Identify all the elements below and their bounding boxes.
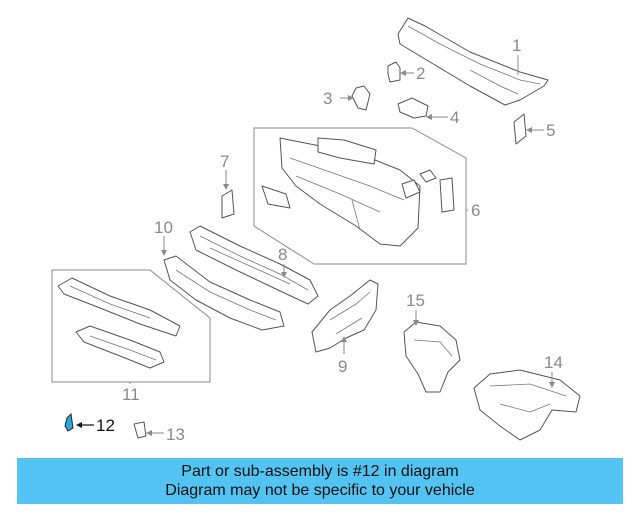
callout-8: 8	[278, 245, 287, 278]
callout-9: 9	[338, 336, 347, 376]
part-13-bracket[interactable]	[133, 421, 147, 439]
svg-text:9: 9	[338, 357, 347, 376]
svg-text:4: 4	[450, 108, 459, 127]
part-12-clip-highlighted[interactable]	[64, 412, 74, 432]
part-1-cowl-panel[interactable]	[397, 17, 549, 106]
svg-text:5: 5	[546, 121, 555, 140]
callout-5: 5	[526, 121, 555, 140]
svg-text:12: 12	[96, 416, 115, 435]
svg-text:7: 7	[220, 152, 229, 171]
callout-13: 13	[146, 425, 185, 444]
part-11-floor-assembly[interactable]	[57, 277, 181, 369]
part-4-reinforcement[interactable]	[397, 97, 429, 119]
callout-6: 6	[466, 201, 480, 220]
part-7-pillar-bracket[interactable]	[221, 189, 235, 219]
callout-1: 1	[512, 36, 521, 75]
callout-7: 7	[220, 152, 229, 190]
group-box-11	[51, 269, 211, 383]
callout-10: 10	[154, 218, 173, 256]
callout-3: 3	[323, 89, 354, 108]
callout-11: 11	[122, 382, 140, 404]
callout-12: 12	[76, 416, 115, 435]
svg-text:13: 13	[166, 425, 185, 444]
svg-text:11: 11	[122, 385, 140, 404]
svg-text:6: 6	[471, 201, 480, 220]
svg-text:1: 1	[512, 36, 521, 55]
part-14-rear-panel[interactable]	[473, 369, 581, 441]
callout-14: 14	[544, 353, 563, 388]
svg-text:15: 15	[406, 291, 425, 310]
svg-text:2: 2	[416, 64, 425, 83]
part-15-wheelhouse[interactable]	[403, 321, 461, 393]
part-9-side-apron[interactable]	[311, 279, 379, 353]
banner-line-2: Diagram may not be specific to your vehi…	[165, 482, 475, 499]
part-5-side-bracket[interactable]	[513, 113, 527, 145]
svg-text:3: 3	[323, 89, 332, 108]
part-8-cross-member[interactable]	[189, 225, 319, 305]
svg-text:8: 8	[278, 245, 287, 264]
group-box-6	[253, 127, 467, 265]
parts-diagram: 1 2 3 4 5	[51, 17, 581, 444]
callout-2: 2	[400, 64, 425, 83]
info-banner: Part or sub-assembly is #12 in diagram D…	[17, 458, 623, 504]
banner-line-1: Part or sub-assembly is #12 in diagram	[181, 463, 459, 480]
part-3-clip[interactable]	[351, 85, 371, 111]
part-6-dash-panel[interactable]	[261, 137, 455, 247]
svg-text:14: 14	[544, 353, 563, 372]
svg-text:10: 10	[154, 218, 173, 237]
part-10-lower-reinforcement[interactable]	[163, 255, 285, 331]
callout-4: 4	[426, 108, 459, 127]
part-2-bracket[interactable]	[387, 61, 401, 83]
callout-15: 15	[406, 291, 425, 326]
